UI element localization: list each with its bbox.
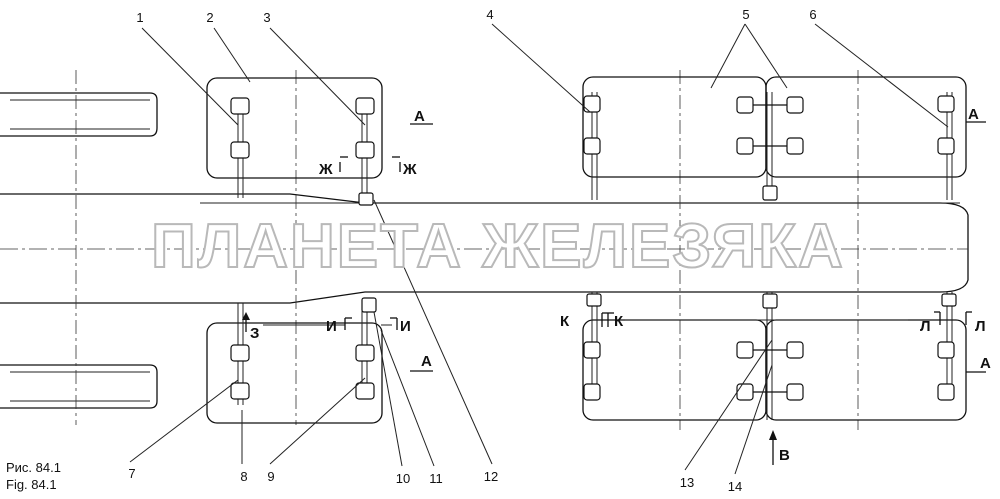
callout-2: 2 xyxy=(206,10,213,25)
watermark: ПЛАНЕТА ЖЕЛЕЗЯКА xyxy=(151,212,845,281)
section-a-top-left: А xyxy=(414,108,425,125)
callout-9: 9 xyxy=(267,469,274,484)
section-k-right: К xyxy=(614,313,624,330)
callout-13: 13 xyxy=(680,475,694,490)
platform-bottom-left xyxy=(206,297,383,424)
callout-8: 8 xyxy=(240,469,247,484)
section-z: З xyxy=(250,325,259,342)
section-a-bottom-right: А xyxy=(980,355,991,372)
section-markers xyxy=(242,121,986,465)
section-k-left: К xyxy=(560,313,570,330)
section-zh-left: Ж xyxy=(318,161,333,178)
front-wheel-top xyxy=(0,92,158,137)
section-a-top-right: А xyxy=(968,106,979,123)
callout-4: 4 xyxy=(486,7,493,22)
section-zh-right: Ж xyxy=(402,161,417,178)
callout-numbers: 1 2 3 4 5 6 7 8 9 10 11 12 13 14 xyxy=(128,7,816,494)
callout-14: 14 xyxy=(728,479,742,494)
section-i-right: И xyxy=(400,318,411,335)
callout-12: 12 xyxy=(484,469,498,484)
callout-5: 5 xyxy=(742,7,749,22)
platform-bottom-right xyxy=(582,292,967,421)
figure-caption: Рис. 84.1 Fig. 84.1 xyxy=(6,460,61,492)
callout-7: 7 xyxy=(128,466,135,481)
centre-lines xyxy=(75,70,859,430)
callout-3: 3 xyxy=(263,10,270,25)
section-v: В xyxy=(779,447,790,464)
callout-11: 11 xyxy=(429,471,443,486)
callout-1: 1 xyxy=(136,10,143,25)
frame-beam xyxy=(0,193,969,304)
caption-en: Fig. 84.1 xyxy=(6,477,57,492)
callout-10: 10 xyxy=(396,471,410,486)
platform-top-left xyxy=(206,77,383,206)
platform-top-right xyxy=(582,76,967,201)
caption-ru: Рис. 84.1 xyxy=(6,460,61,475)
section-a-bottom-left: А xyxy=(421,353,432,370)
section-i-left: И xyxy=(326,318,337,335)
section-l-left: Л xyxy=(920,318,931,335)
callout-6: 6 xyxy=(809,7,816,22)
section-letters: А А А А Ж Ж З И И К К Л Л В xyxy=(250,106,991,464)
leader-lines xyxy=(129,23,949,475)
section-l-right: Л xyxy=(975,318,986,335)
front-wheel-bottom xyxy=(0,364,158,409)
